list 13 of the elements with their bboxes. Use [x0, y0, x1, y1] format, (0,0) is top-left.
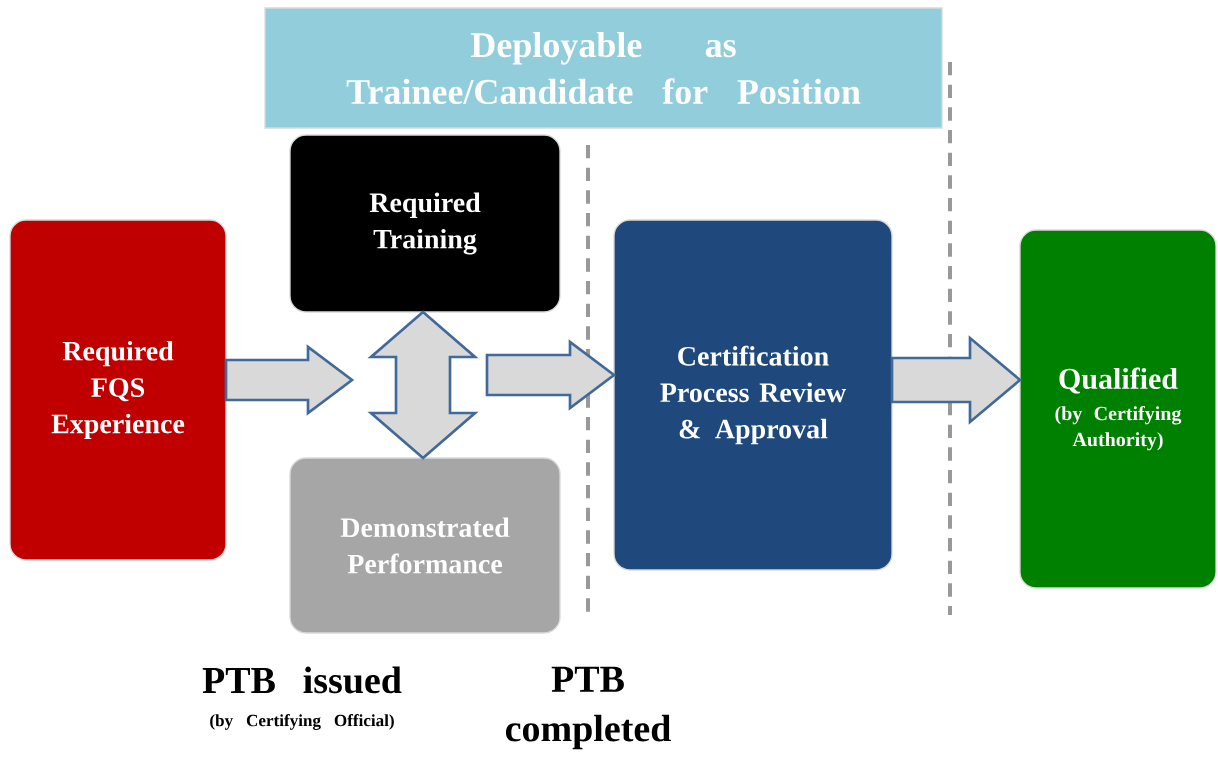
double-block-arrow	[367, 310, 479, 460]
banner-box: Deployable as Trainee/Candidate for Position	[264, 7, 943, 129]
milestone-label: PTB completed	[505, 666, 671, 750]
block-arrow	[485, 339, 617, 411]
note-label: (by Certifying Official)	[210, 714, 394, 730]
block-arrow	[224, 344, 355, 416]
process-box: Certification Process Review & Approval	[613, 219, 893, 571]
process-box: Demonstrated Performance	[289, 457, 561, 634]
process-box: Required Training	[289, 134, 561, 313]
process-box: Required FQS Experience	[9, 219, 227, 561]
milestone-label: PTB issued	[202, 666, 402, 694]
process-box: Qualified (by Certifying Authority)	[1019, 229, 1217, 589]
block-arrow	[890, 335, 1023, 425]
